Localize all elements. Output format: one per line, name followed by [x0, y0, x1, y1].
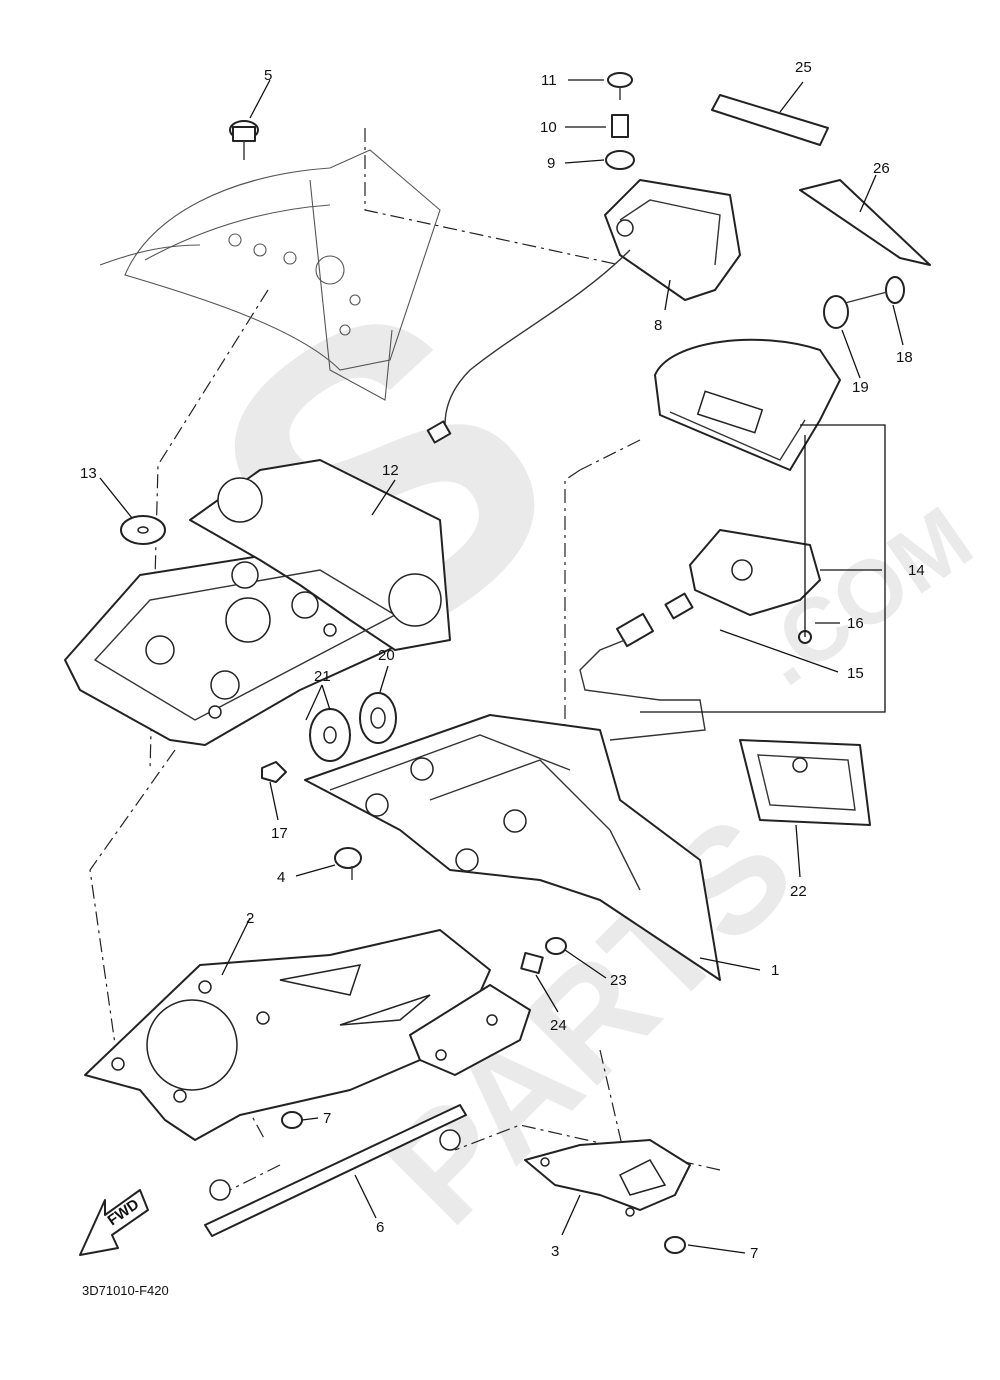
- callout-bracket-14-15-16: [640, 424, 886, 713]
- callout-14: 14: [908, 562, 925, 579]
- tail-light-lens: [654, 338, 841, 471]
- part-26-reflector: [799, 179, 931, 266]
- callout-24: 24: [550, 1017, 567, 1034]
- callout-11: 11: [541, 72, 557, 89]
- part-10-collar: [611, 114, 629, 138]
- callout-numbers: 1 2 3 4 5 6 7 7 8 9 10 11 12 13 14 15 16…: [80, 59, 925, 1262]
- part-13-washer: [120, 515, 166, 545]
- part-20-grommet: [359, 692, 397, 744]
- leader-lines: [99, 79, 904, 1254]
- callout-18: 18: [896, 349, 913, 366]
- callout-9: 9: [547, 155, 555, 172]
- part-25-strip: [711, 94, 829, 146]
- callout-5: 5: [264, 67, 272, 84]
- part-15-bulb-wire: [579, 592, 706, 741]
- part-17-nut: [261, 761, 287, 783]
- callout-21: 21: [314, 668, 331, 685]
- callout-13: 13: [80, 465, 97, 482]
- part-8-bracket: [604, 179, 741, 301]
- part-19-collar: [823, 295, 849, 329]
- part-23-washer: [545, 937, 567, 955]
- fwd-arrow-icon: FWD: [79, 1189, 149, 1256]
- callout-8: 8: [654, 317, 662, 334]
- callout-20: 20: [378, 647, 395, 664]
- callout-15: 15: [847, 665, 864, 682]
- callout-7b: 7: [750, 1245, 758, 1262]
- callout-17: 17: [271, 825, 288, 842]
- callout-7a: 7: [323, 1110, 331, 1127]
- callout-6: 6: [376, 1219, 384, 1236]
- part-5-bolt: [229, 120, 259, 160]
- part-12-tray: [64, 459, 451, 746]
- callout-22: 22: [790, 883, 807, 900]
- part-24-side-bracket: [409, 984, 531, 1076]
- part-4-rivet: [334, 847, 362, 880]
- part-22-plate-light: [739, 739, 871, 826]
- part-14-socket: [689, 529, 821, 616]
- part-3-plate: [524, 1139, 691, 1217]
- part-18-bolt: [844, 276, 905, 304]
- part-9-grommet: [605, 150, 635, 170]
- callout-10: 10: [540, 119, 557, 136]
- callout-2: 2: [246, 910, 254, 927]
- part-24-nut: [520, 951, 544, 975]
- part-7b-screw: [664, 1236, 686, 1254]
- part-7a-screw: [281, 1111, 303, 1129]
- part-1-fender: [304, 714, 721, 981]
- callout-16: 16: [847, 615, 864, 632]
- frame-ghost: [99, 149, 441, 401]
- callout-19: 19: [852, 379, 869, 396]
- wire-harness-8: [426, 249, 631, 444]
- callout-23: 23: [610, 972, 627, 989]
- diagram-code: 3D71010-F420: [82, 1283, 169, 1298]
- callout-12: 12: [382, 462, 399, 479]
- callout-25: 25: [795, 59, 812, 76]
- callout-26: 26: [873, 160, 890, 177]
- callout-1: 1: [771, 962, 779, 979]
- part-21-spacer: [309, 708, 351, 762]
- part-11-bolt: [607, 72, 633, 100]
- callout-3: 3: [551, 1243, 559, 1260]
- part-6-rod: [204, 1104, 467, 1237]
- callout-4: 4: [277, 869, 285, 886]
